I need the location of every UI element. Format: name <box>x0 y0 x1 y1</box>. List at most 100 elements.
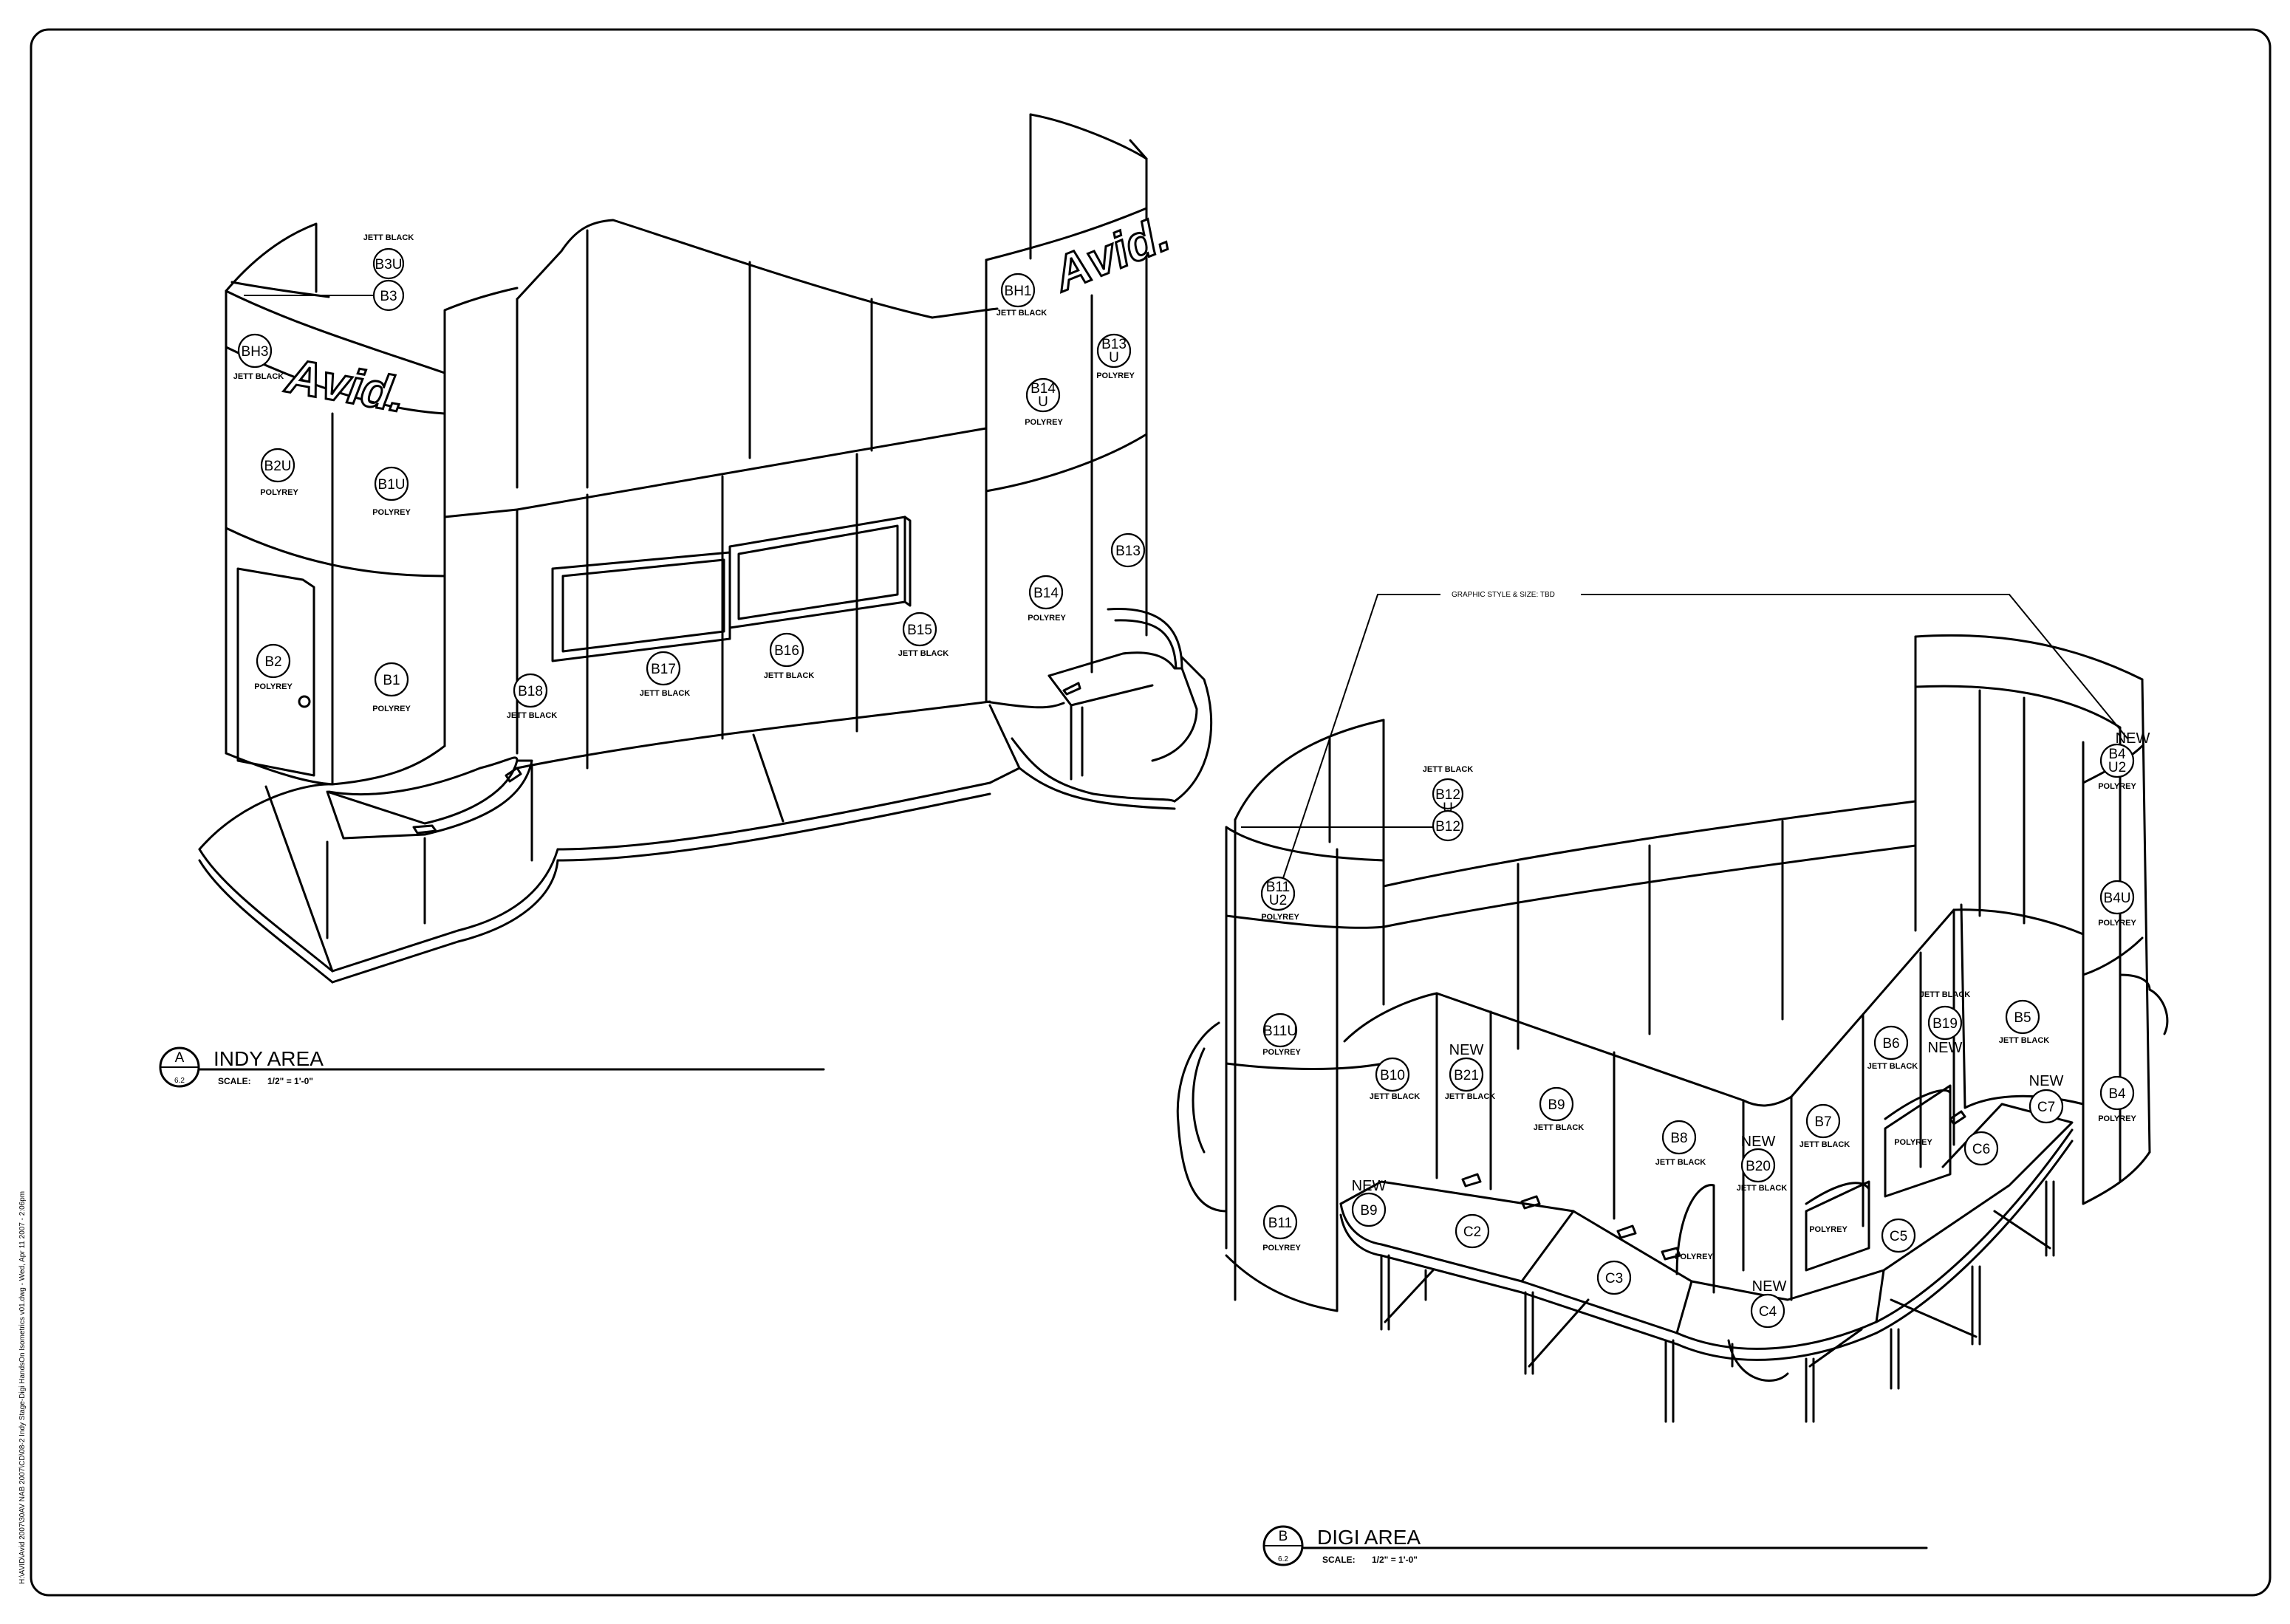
svg-text:C5: C5 <box>1890 1229 1907 1244</box>
svg-text:POLYREY: POLYREY <box>1261 913 1299 922</box>
svg-text:NEW: NEW <box>2116 730 2150 747</box>
tag-b10: B10 <box>1375 1057 1410 1092</box>
tag-b9-desk: B9 <box>1351 1192 1387 1227</box>
svg-text:NEW: NEW <box>2029 1073 2064 1089</box>
svg-text:B21: B21 <box>1454 1068 1479 1083</box>
svg-text:BH1: BH1 <box>1005 284 1032 299</box>
svg-text:JETT BLACK: JETT BLACK <box>507 711 558 720</box>
tag-b2u: B2U <box>260 448 295 483</box>
svg-text:B9: B9 <box>1360 1203 1377 1219</box>
tag-b18: B18 <box>513 673 548 708</box>
svg-text:B6: B6 <box>1882 1036 1899 1052</box>
tag-b12: B12 <box>1432 809 1464 842</box>
svg-text:6.2: 6.2 <box>1278 1555 1288 1563</box>
svg-text:JETT BLACK: JETT BLACK <box>1799 1140 1850 1149</box>
svg-text:B12: B12 <box>1435 819 1460 835</box>
svg-text:B11: B11 <box>1268 1216 1292 1231</box>
svg-text:POLYREY: POLYREY <box>1025 418 1063 427</box>
tag-b3: B3 <box>372 279 405 312</box>
svg-text:JETT BLACK: JETT BLACK <box>1999 1036 2050 1045</box>
svg-text:JETT BLACK: JETT BLACK <box>1655 1158 1706 1167</box>
svg-text:POLYREY: POLYREY <box>372 705 411 713</box>
tag-c7: C7 <box>2028 1089 2064 1124</box>
svg-text:BH3: BH3 <box>242 344 269 360</box>
tag-b15: B15 <box>902 611 937 647</box>
digi-area-drawing <box>1176 594 2169 1423</box>
svg-text:C2: C2 <box>1463 1224 1481 1240</box>
digi-area-tags: GRAPHIC STYLE & SIZE: TBD JETT BLACK B12… <box>1260 591 2150 1329</box>
tag-b1: B1 <box>374 662 409 697</box>
tag-b14: B14 <box>1028 575 1064 610</box>
svg-text:POLYREY: POLYREY <box>1894 1138 1932 1147</box>
svg-text:JETT BLACK: JETT BLACK <box>1867 1062 1918 1071</box>
svg-text:B2U: B2U <box>264 459 292 474</box>
tag-b2: B2 <box>256 643 291 679</box>
avid-logo-right: Avid. <box>1045 206 1177 302</box>
svg-text:C7: C7 <box>2037 1100 2055 1115</box>
svg-text:SCALE:: SCALE: <box>1322 1555 1356 1565</box>
svg-text:B18: B18 <box>518 684 543 699</box>
svg-text:B14: B14 <box>1033 586 1059 601</box>
tag-b4: B4 <box>2099 1075 2135 1111</box>
svg-text:JETT BLACK: JETT BLACK <box>1423 765 1474 774</box>
svg-text:B9: B9 <box>1548 1097 1565 1113</box>
svg-text:B19: B19 <box>1932 1016 1958 1032</box>
svg-text:B3: B3 <box>380 289 397 304</box>
sheet-border <box>30 28 2272 1597</box>
svg-text:INDY AREA: INDY AREA <box>213 1047 324 1070</box>
svg-text:POLYREY: POLYREY <box>1096 371 1135 380</box>
tag-b20: B20 <box>1740 1148 1776 1183</box>
tag-b11: B11 <box>1262 1205 1298 1240</box>
svg-text:B10: B10 <box>1380 1068 1405 1083</box>
view-title-b: B 6.2 DIGI AREA SCALE: 1/2" = 1'-0" <box>1262 1525 1928 1566</box>
file-path-note: H:\AVID\Avid 2007\30AV NAB 2007\CD\08-2 … <box>18 1191 27 1584</box>
material-label: JETT BLACK <box>363 233 414 242</box>
svg-text:POLYREY: POLYREY <box>254 682 293 691</box>
svg-text:JETT BLACK: JETT BLACK <box>764 671 815 680</box>
tag-b1u: B1U <box>374 466 409 501</box>
tag-b17: B17 <box>646 651 681 686</box>
svg-text:B1: B1 <box>383 673 400 688</box>
svg-text:B3U: B3U <box>375 257 403 273</box>
svg-text:JETT BLACK: JETT BLACK <box>233 372 284 381</box>
svg-text:JETT BLACK: JETT BLACK <box>1370 1092 1421 1101</box>
svg-text:B1U: B1U <box>378 477 406 493</box>
svg-text:B15: B15 <box>907 623 932 638</box>
tag-b8: B8 <box>1661 1120 1697 1155</box>
svg-text:B13: B13 <box>1115 544 1141 559</box>
svg-text:NEW: NEW <box>1928 1040 1963 1056</box>
svg-text:JETT BLACK: JETT BLACK <box>1445 1092 1496 1101</box>
svg-text:B17: B17 <box>651 662 676 677</box>
svg-text:POLYREY: POLYREY <box>1028 614 1066 623</box>
svg-text:A: A <box>175 1050 185 1066</box>
view-title-a: A 6.2 INDY AREA SCALE: 1/2" = 1'-0" <box>159 1046 825 1088</box>
tag-b4u: B4U <box>2099 880 2135 915</box>
tag-b13: B13 <box>1110 532 1146 568</box>
tag-b5: B5 <box>2005 999 2040 1035</box>
svg-text:B5: B5 <box>2014 1010 2031 1026</box>
svg-text:B20: B20 <box>1746 1159 1771 1174</box>
svg-text:C4: C4 <box>1759 1304 1777 1320</box>
tag-c6: C6 <box>1963 1131 1999 1166</box>
svg-text:POLYREY: POLYREY <box>372 508 411 517</box>
svg-text:POLYREY: POLYREY <box>2098 782 2136 791</box>
svg-text:B16: B16 <box>774 643 799 659</box>
svg-text:JETT BLACK: JETT BLACK <box>640 689 691 698</box>
svg-text:B4: B4 <box>2108 1086 2126 1102</box>
svg-text:POLYREY: POLYREY <box>2098 1114 2136 1123</box>
tag-b11u: B11U <box>1262 1013 1298 1048</box>
svg-text:DIGI AREA: DIGI AREA <box>1317 1526 1421 1549</box>
svg-text:NEW: NEW <box>1741 1134 1776 1150</box>
svg-text:B8: B8 <box>1670 1131 1687 1146</box>
svg-text:B2: B2 <box>264 654 281 670</box>
tag-c4: C4 <box>1750 1293 1785 1329</box>
svg-text:JETT BLACK: JETT BLACK <box>1737 1184 1788 1193</box>
